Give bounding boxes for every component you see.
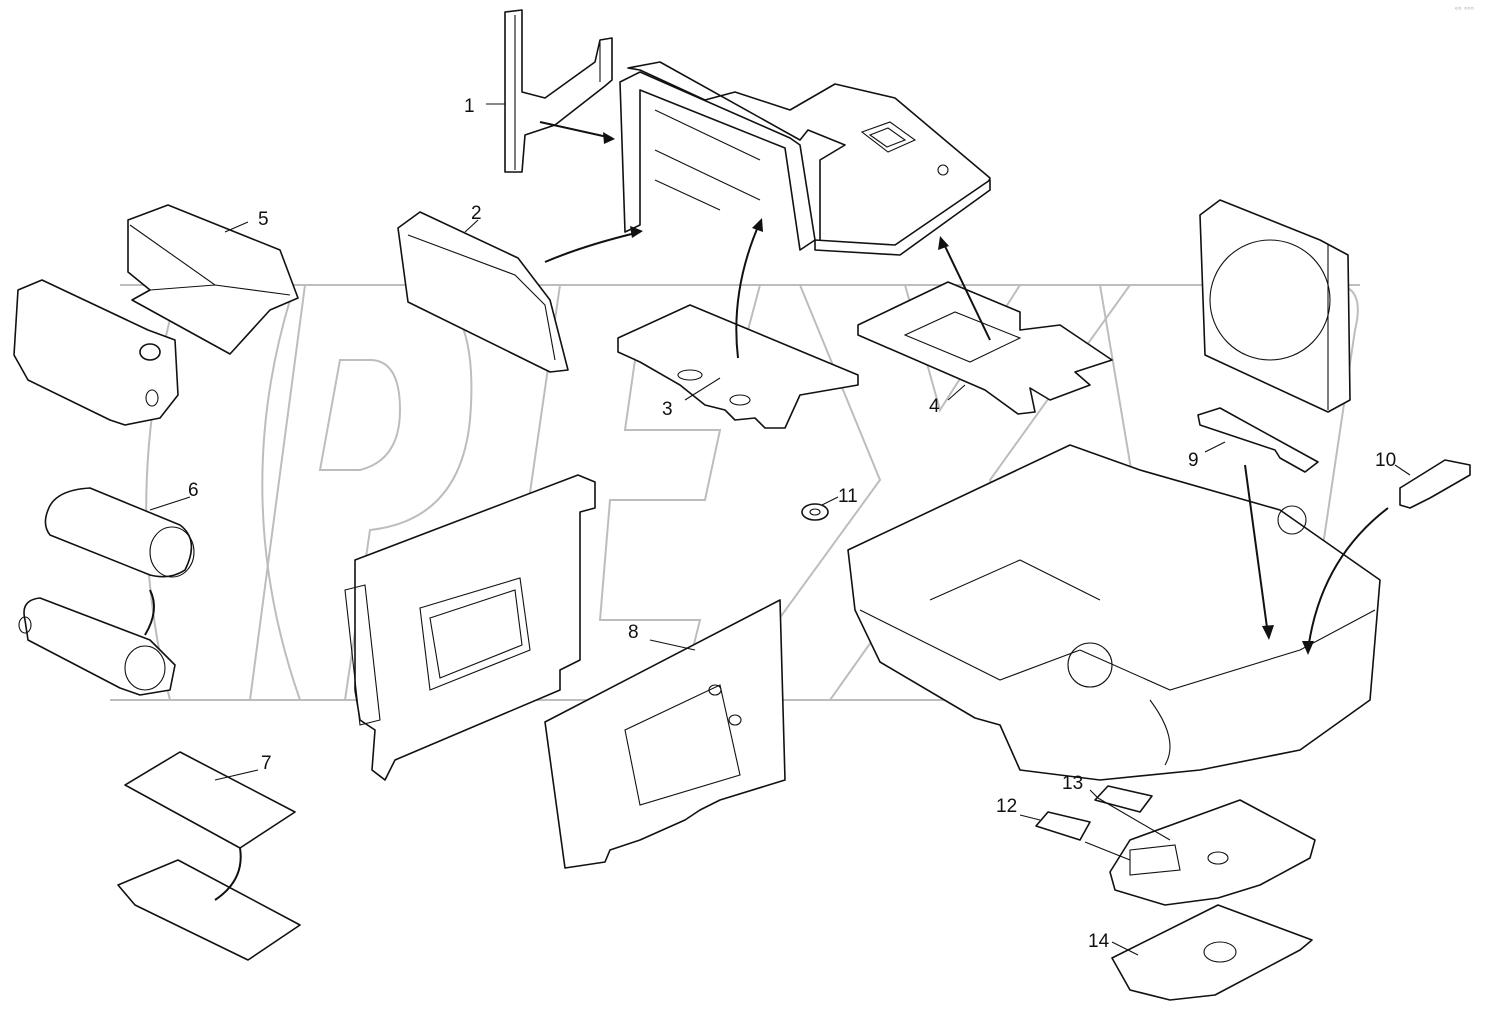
engine-side-panel (344, 474, 596, 781)
leader-lines (149, 103, 1411, 956)
part-14-plate (1111, 904, 1313, 1001)
part-7-cover (124, 751, 296, 849)
callout-labels: 1 2 3 4 5 6 7 8 9 10 11 12 13 14 (188, 96, 1396, 952)
callout-10: 10 (1375, 450, 1396, 471)
callout-3: 3 (662, 399, 673, 420)
callout-8: 8 (628, 622, 639, 643)
upper-frame-chassis (847, 444, 1381, 781)
cab-floor-frame (619, 61, 991, 256)
callout-9: 9 (1188, 450, 1199, 471)
part-8-panel (544, 599, 786, 869)
callout-2: 2 (471, 203, 482, 224)
fuel-tank (13, 279, 179, 426)
callout-7: 7 (261, 753, 272, 774)
callout-5: 5 (258, 209, 269, 230)
part-11-washer (801, 503, 829, 521)
callout-6: 6 (188, 480, 199, 501)
part-4-floor-plate (857, 281, 1113, 415)
callout-11: 11 (838, 486, 858, 507)
muffler (18, 597, 176, 696)
callout-4: 4 (929, 396, 940, 417)
part-6-muffler-cover (44, 487, 195, 578)
part-2-panel (397, 211, 569, 373)
part-13-pad (1094, 785, 1153, 813)
part-5-cover (127, 204, 299, 355)
callout-13: 13 (1062, 773, 1083, 794)
part-3-floor-plate (617, 304, 859, 429)
undercover-plate (1109, 799, 1316, 906)
radiator (1199, 199, 1351, 413)
callout-1: 1 (464, 96, 475, 117)
bottom-plate-left (117, 859, 301, 961)
assembly-arrows (144, 121, 1389, 901)
part-9-bracket (1197, 407, 1319, 473)
callout-12: 12 (996, 796, 1017, 817)
part-12-pad (1035, 811, 1091, 841)
corner-mark: ᵉᵒ ᵒᵒᵒ (1455, 5, 1474, 14)
callout-14: 14 (1088, 931, 1110, 952)
part-10-block (1399, 459, 1471, 509)
part-1-bracket (504, 9, 613, 173)
